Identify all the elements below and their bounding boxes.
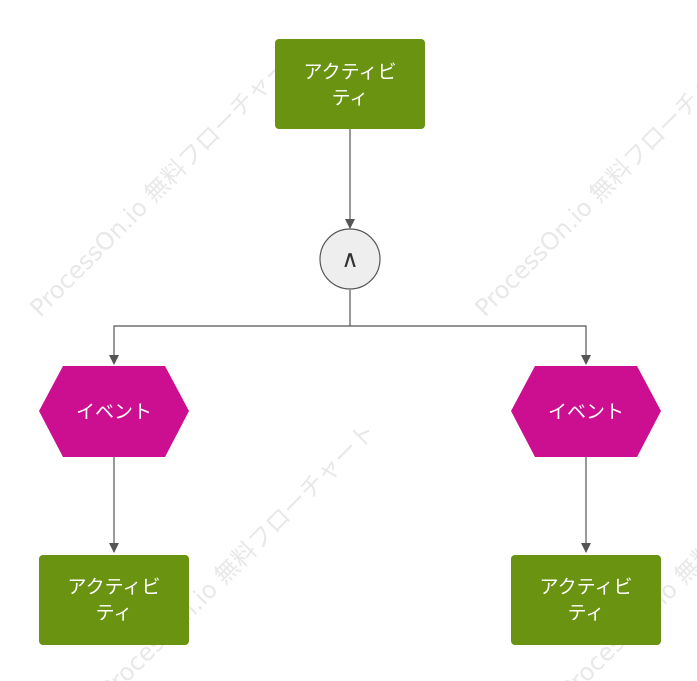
and-operator-symbol: ∧ bbox=[341, 245, 359, 273]
event-shape bbox=[511, 366, 661, 457]
event-shape bbox=[39, 366, 189, 457]
activity-node-top[interactable]: アクティビ ティ bbox=[275, 39, 425, 129]
connector-circle bbox=[319, 228, 381, 290]
activity-shape bbox=[39, 555, 189, 645]
activity-label-line2: ティ bbox=[332, 87, 369, 109]
activity-label-line1: アクティビ bbox=[68, 576, 161, 598]
activity-node-right[interactable]: アクティビ ティ bbox=[511, 555, 661, 645]
watermark: ProcessOn.io 無料フローチャート bbox=[24, 35, 311, 322]
edge-split-right bbox=[350, 325, 591, 365]
event-label: イベント bbox=[548, 401, 624, 423]
event-node-right[interactable]: イベント bbox=[511, 366, 661, 457]
activity-node-left[interactable]: アクティビ ティ bbox=[39, 555, 189, 645]
edge-split-left bbox=[109, 325, 350, 365]
edges bbox=[109, 129, 591, 553]
activity-label-line1: アクティビ bbox=[304, 61, 397, 83]
activity-shape bbox=[511, 555, 661, 645]
event-label: イベント bbox=[76, 401, 152, 423]
event-node-left[interactable]: イベント bbox=[39, 366, 189, 457]
activity-label-line2: ティ bbox=[568, 602, 605, 624]
and-connector[interactable]: ∧ bbox=[319, 228, 381, 290]
activity-shape bbox=[275, 39, 425, 129]
activity-label-line1: アクティビ bbox=[540, 576, 633, 598]
activity-label-line2: ティ bbox=[96, 602, 133, 624]
watermark: ProcessOn.io 無料フローチャート bbox=[469, 35, 697, 322]
